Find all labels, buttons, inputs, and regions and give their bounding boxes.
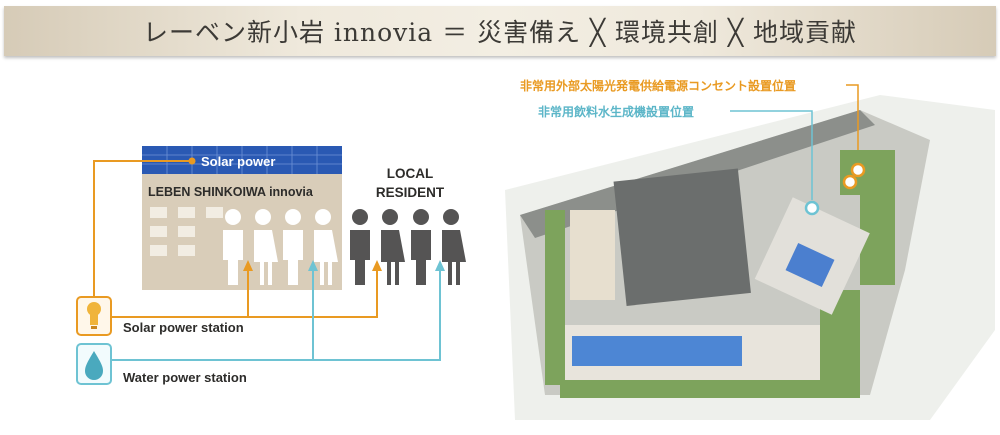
solar-supply-line (93, 160, 192, 300)
solar-outlet-marker-2 (842, 174, 858, 190)
water-distribution-line (112, 262, 441, 361)
building-windows (150, 207, 223, 256)
map-building-west (570, 210, 615, 300)
water-drop-icon (85, 351, 103, 380)
solar-outlet-label: 非常用外部太陽光発電供給電源コンセント設置位置 (520, 78, 796, 93)
solar-station-label: Solar power station (123, 320, 244, 335)
bulb-icon (87, 302, 101, 329)
solar-arrow-1 (243, 260, 253, 271)
water-station-marker (804, 200, 820, 216)
map-solar-east (785, 242, 835, 288)
solar-distribution-line (112, 262, 378, 318)
water-station-label: Water power station (123, 370, 247, 385)
solar-source-dot (188, 157, 196, 165)
water-arrow-2 (435, 260, 445, 271)
solar-outlet-marker-1 (850, 162, 866, 178)
map-solar-south (572, 336, 742, 366)
local-label-line2: RESIDENT (376, 185, 445, 200)
water-callout-line (730, 110, 813, 200)
map-parking (613, 168, 751, 306)
building-label: LEBEN SHINKOIWA innovia (148, 185, 314, 199)
header-banner: レーベン新小岩 innovia ＝ 災害備え ╳ 環境共創 ╳ 地域貢献 (4, 6, 996, 56)
solar-panel-label: Solar power (201, 154, 275, 169)
solar-panel-grid (142, 146, 342, 174)
local-label-line1: LOCAL (387, 166, 434, 181)
resident-figures (223, 209, 338, 285)
solar-arrow-2 (372, 260, 382, 271)
local-resident-figures (350, 209, 466, 285)
solar-outlet-callout-line (846, 84, 859, 150)
page-title: レーベン新小岩 innovia ＝ 災害備え ╳ 環境共創 ╳ 地域貢献 (142, 18, 857, 47)
water-arrow-1 (308, 260, 318, 271)
water-station-map-label: 非常用飲料水生成機設置位置 (538, 104, 694, 119)
